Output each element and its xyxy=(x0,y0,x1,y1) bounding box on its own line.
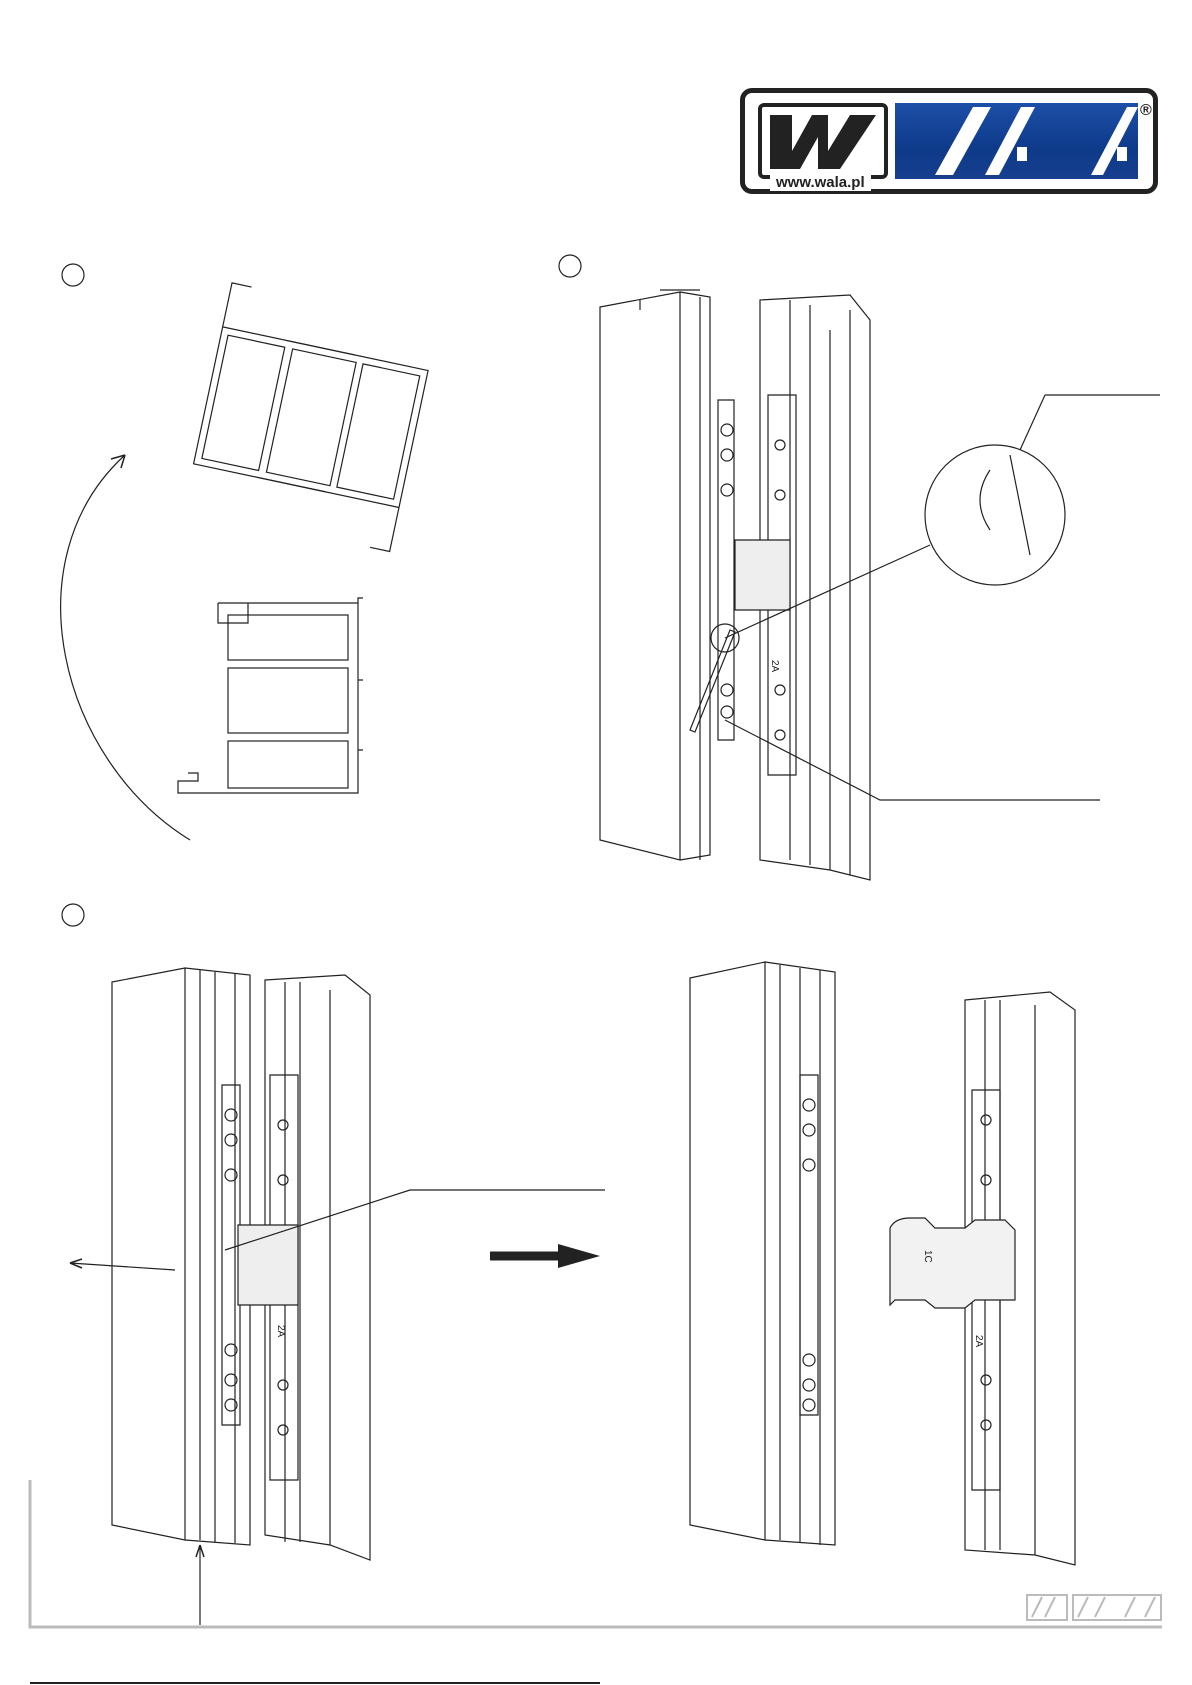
frame-profile xyxy=(177,597,363,794)
step-1-marker xyxy=(61,263,85,287)
wala-logo-w-mark xyxy=(758,103,888,179)
page-frame-line xyxy=(28,1480,1162,1629)
part-label-2a: 2A xyxy=(769,660,780,673)
rotation-arrow xyxy=(60,454,191,841)
part-label-1c: 1C xyxy=(922,1250,933,1263)
pull-arrow-left xyxy=(69,1262,176,1271)
step-2-profile-assembly xyxy=(599,289,1160,881)
sash-profile-rotated xyxy=(192,282,429,553)
part-label-2a-right: 2A xyxy=(973,1335,984,1348)
part-label-2a-step3: 2A xyxy=(275,1325,286,1338)
detail-magnifier xyxy=(924,444,1066,586)
step-3-left-assembly xyxy=(69,967,605,1625)
hex-key xyxy=(689,629,736,733)
step-3-right-assembly xyxy=(689,961,1076,1566)
step-3-marker xyxy=(61,903,85,927)
registered-mark: ® xyxy=(1140,102,1152,119)
footer-logo xyxy=(1026,1594,1162,1621)
step-2-marker xyxy=(558,254,582,278)
logo-url: www.wala.pl xyxy=(770,174,871,191)
hinge-cover-removed xyxy=(889,1217,1016,1309)
wala-logo-wordmark xyxy=(895,103,1138,179)
